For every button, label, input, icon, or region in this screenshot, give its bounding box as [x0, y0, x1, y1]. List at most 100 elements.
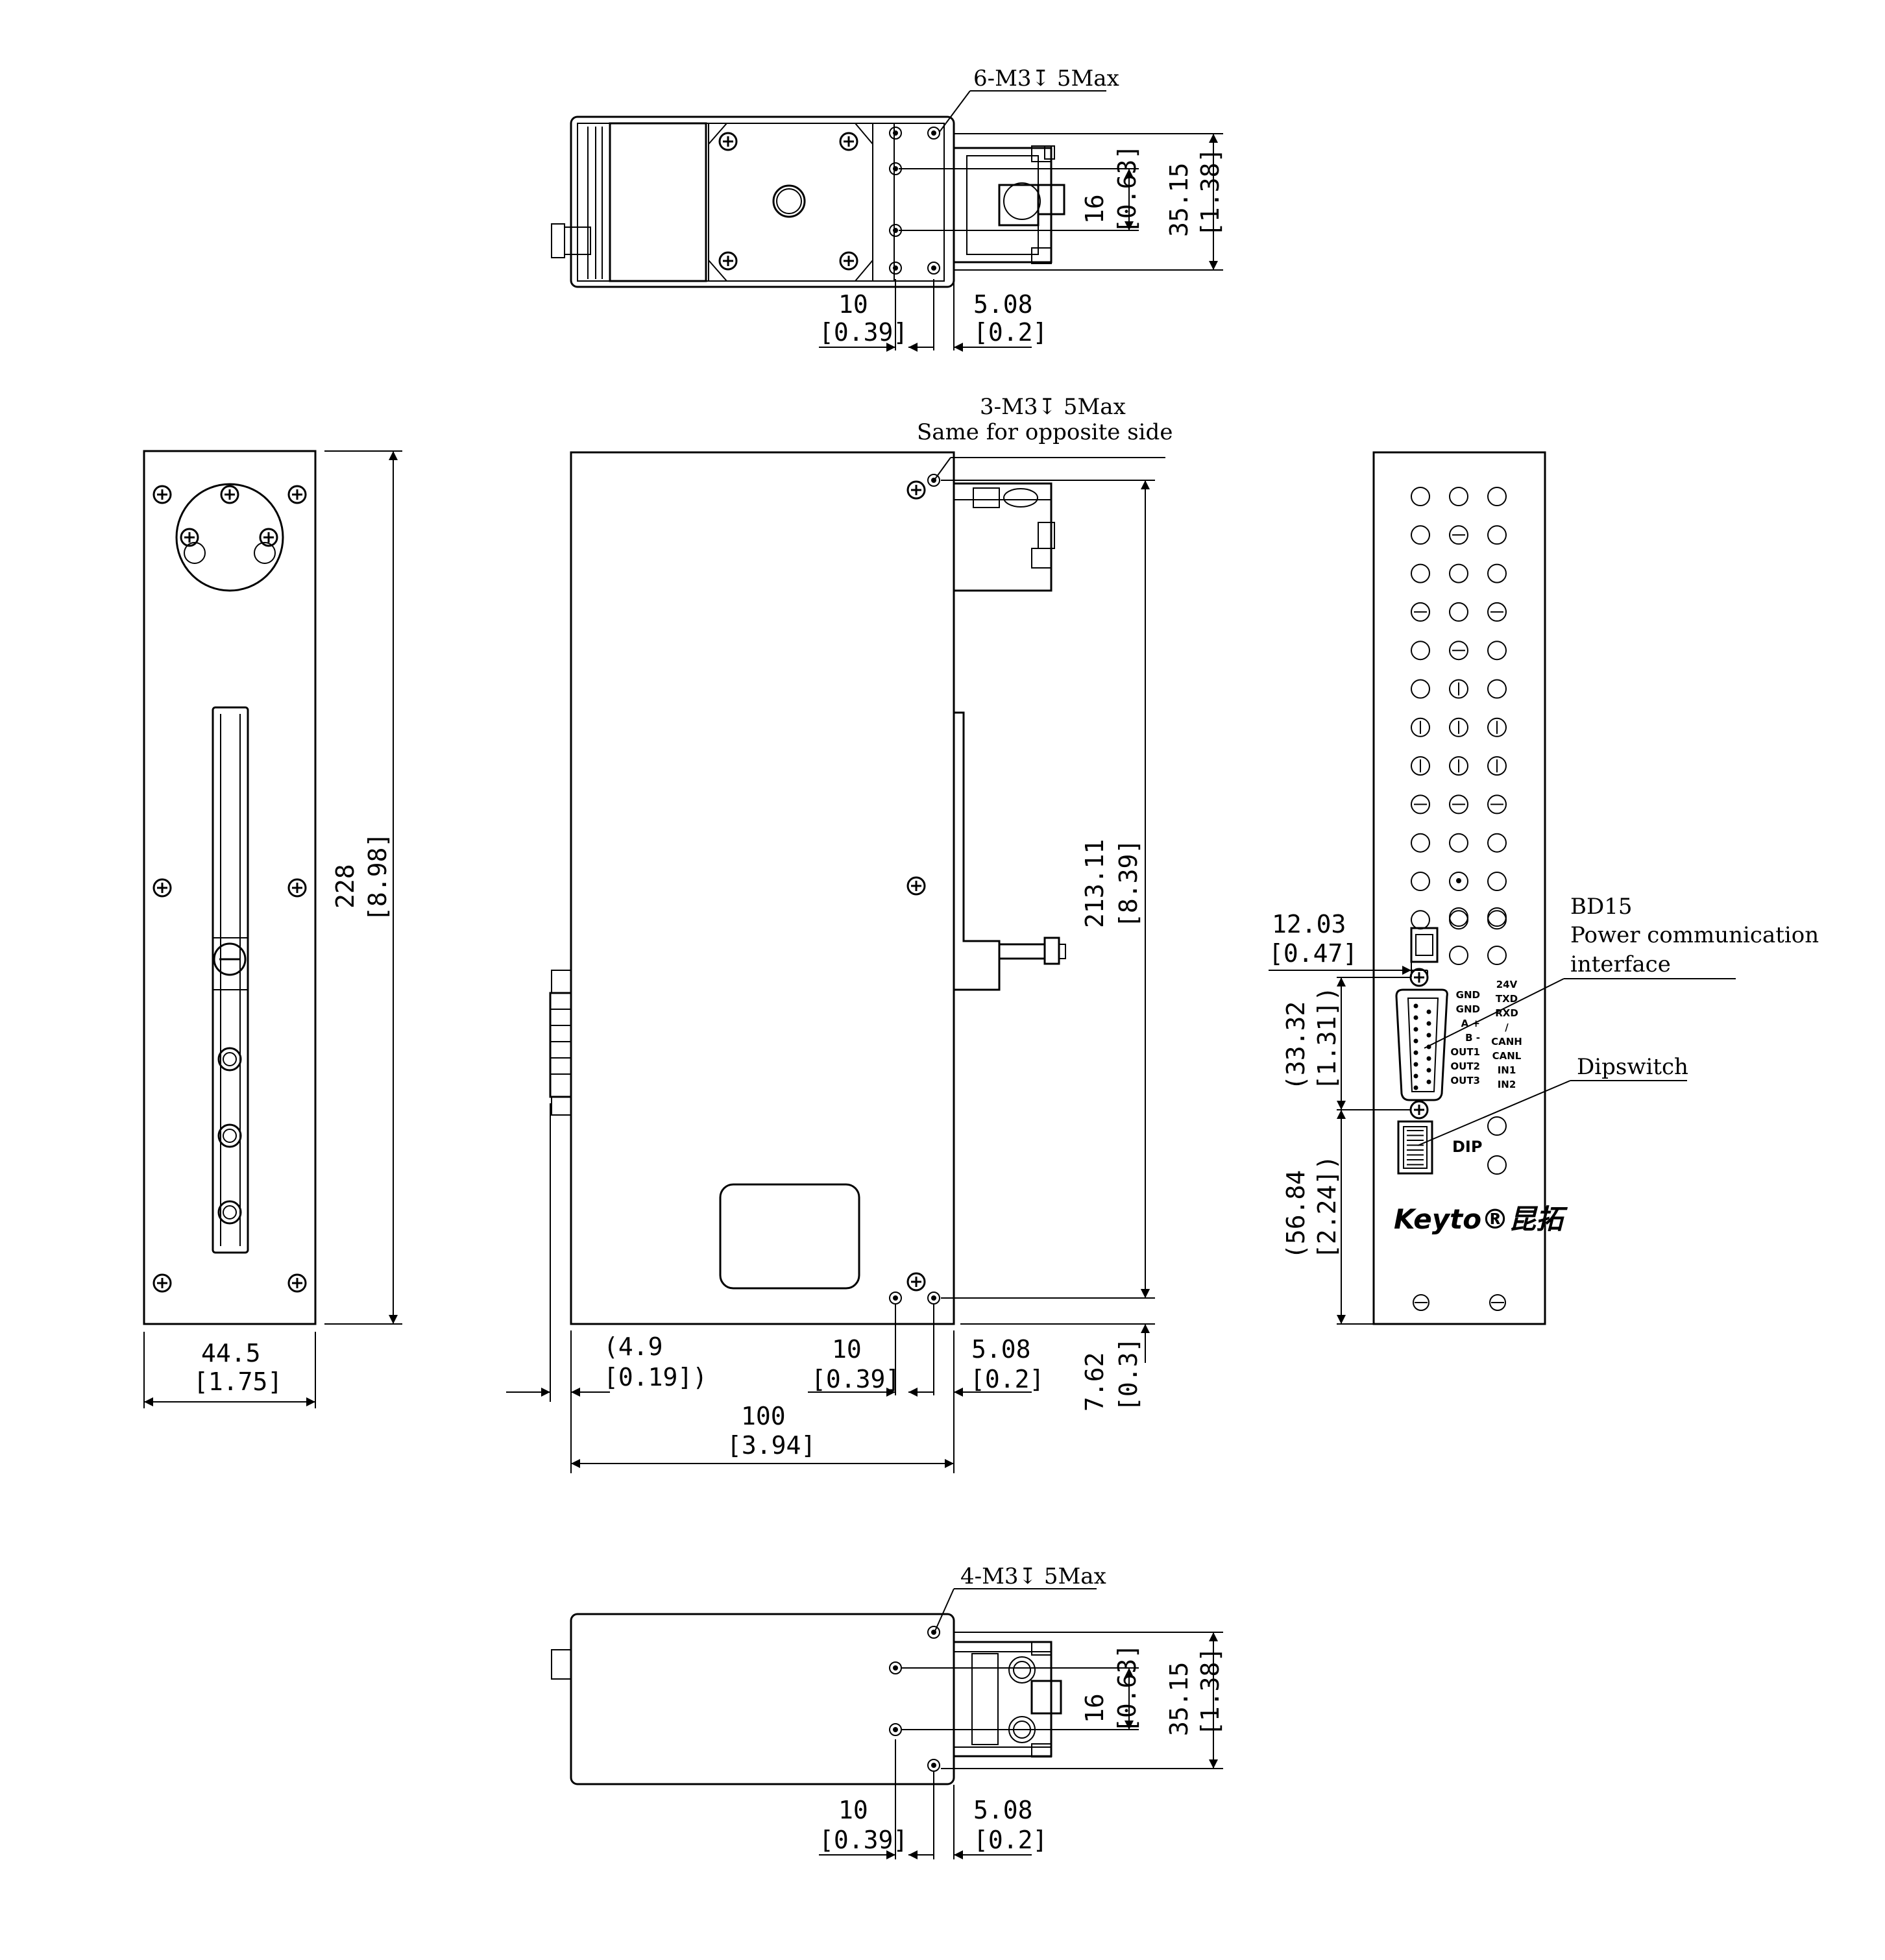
side-holes-callout: 3-M3↧ 5Max [980, 394, 1126, 420]
dip-label: DIP [1452, 1138, 1482, 1156]
pin-label: GND [1456, 989, 1480, 1001]
top-dim-3515: 35.15 [1165, 163, 1193, 237]
top-dim-3515-in: [1.38] [1196, 148, 1224, 237]
db-pin [1426, 1079, 1431, 1084]
vent-circle [1449, 717, 1468, 737]
vent-circle [1487, 833, 1507, 853]
db-pin [1426, 1021, 1431, 1026]
pin-label: / [1505, 1022, 1509, 1033]
right-dim-1203-in: [0.47] [1269, 939, 1357, 968]
bottom-dim-10-in: [0.39] [819, 1826, 908, 1854]
pin-label: CANH [1491, 1036, 1522, 1047]
front-dim-49-in: [0.19]) [603, 1363, 707, 1391]
bd15-description: Power communication [1570, 922, 1819, 948]
vent-circle [1487, 602, 1507, 622]
pin-label: RXD [1495, 1007, 1518, 1019]
top-dim-10: 10 [838, 290, 868, 319]
front-dim-100: 100 [741, 1402, 786, 1430]
db-pin [1426, 1033, 1431, 1038]
right-dim-1203: 12.03 [1272, 910, 1346, 938]
top-view: 6-M3↧ 5Max 16 [0.63] 35.15 [1.38] 10 [0.… [551, 66, 1224, 352]
front-dim-762: 7.62 [1080, 1352, 1109, 1412]
left-dim-228-in: [8.98] [363, 833, 392, 922]
vent-circle [1487, 563, 1507, 583]
dipswitch-label: Dipswitch [1577, 1054, 1688, 1080]
top-dim-16-in: [0.63] [1113, 145, 1141, 234]
front-dim-10: 10 [832, 1335, 862, 1364]
pin-label: IN1 [1498, 1064, 1516, 1076]
brand-logo: Keyto®昆拓 [1394, 1203, 1568, 1235]
bottom-view: 4-M3↧ 5Max 16 [0.63] 35.15 [1.38] 10 [0.… [551, 1563, 1224, 1859]
right-dim-5684-in: [2.24]) [1313, 1155, 1341, 1259]
front-dim-762-in: [0.3] [1114, 1338, 1143, 1412]
bottom-dim-508: 5.08 [973, 1796, 1033, 1824]
vent-circle [1487, 525, 1507, 545]
vent-circle [1487, 794, 1507, 815]
pin-label: TXD [1496, 993, 1518, 1005]
pin-label: OUT3 [1450, 1075, 1480, 1086]
right-dim-3332-in: [1.31]) [1313, 986, 1341, 1090]
front-dim-100-in: [3.94] [727, 1431, 816, 1460]
left-dim-228: 228 [331, 864, 359, 909]
bottom-holes-callout: 4-M3↧ 5Max [960, 1563, 1106, 1589]
pin-label: IN2 [1498, 1079, 1516, 1090]
vent-circle [1449, 525, 1468, 545]
db-pin [1413, 1062, 1418, 1067]
vent-circle [1411, 872, 1430, 891]
left-dim-445: 44.5 [201, 1339, 261, 1367]
right-dim-5684: (56.84 [1282, 1170, 1310, 1259]
bottom-dim-16-in: [0.63] [1113, 1644, 1141, 1733]
db-pin [1426, 1068, 1431, 1073]
vent-circle [1449, 563, 1468, 583]
vent-circle [1449, 756, 1468, 776]
vent-circle [1487, 872, 1507, 891]
front-view: 3-M3↧ 5Max Same for opposite side 213.11… [506, 394, 1173, 1473]
vent-circle [1411, 756, 1430, 776]
vent-circle [1411, 487, 1430, 506]
vent-circle [1449, 833, 1468, 853]
bottom-dim-3515-in: [1.38] [1196, 1647, 1224, 1736]
front-dim-508: 5.08 [971, 1335, 1031, 1364]
left-dim-445-in: [1.75] [193, 1367, 282, 1396]
pin-label: A + [1461, 1018, 1480, 1029]
top-dim-508: 5.08 [973, 290, 1033, 319]
bd15-title: BD15 [1570, 894, 1633, 920]
front-dim-10-in: [0.39] [811, 1365, 900, 1393]
db-pin [1413, 1003, 1418, 1009]
vent-circle [1449, 794, 1468, 815]
pin-label: OUT1 [1450, 1046, 1480, 1058]
vent-circle [1411, 717, 1430, 737]
bottom-dim-10: 10 [838, 1796, 868, 1824]
vent-circle [1449, 641, 1468, 661]
vent-circle [1487, 679, 1507, 699]
vent-circle [1411, 641, 1430, 661]
vent-circle [1411, 602, 1430, 622]
side-holes-note: Same for opposite side [917, 419, 1173, 445]
vent-circle [1411, 525, 1430, 545]
pin-label: GND [1456, 1003, 1480, 1015]
bottom-dim-508-in: [0.2] [973, 1826, 1047, 1854]
vent-circle [1487, 641, 1507, 661]
db-pin [1426, 1056, 1431, 1061]
pin-label: 24V [1496, 979, 1518, 990]
right-dim-3332: (33.32 [1282, 1001, 1310, 1090]
vent-circle [1411, 794, 1430, 815]
vent-circle [1411, 910, 1430, 930]
db-pin [1413, 1085, 1418, 1090]
front-dim-21311: 213.11 [1080, 839, 1109, 928]
db-pin [1426, 1009, 1431, 1014]
top-dim-508-in: [0.2] [973, 318, 1047, 347]
db-pin [1413, 1073, 1418, 1079]
front-dim-21311-in: [8.39] [1114, 839, 1143, 928]
vent-circle [1449, 872, 1468, 891]
top-holes-callout: 6-M3↧ 5Max [973, 66, 1119, 92]
db-pin [1413, 1050, 1418, 1055]
left-view: 44.5 [1.75] 228 [8.98] [143, 450, 402, 1408]
vent-circle [1411, 833, 1430, 853]
top-dim-10-in: [0.39] [819, 318, 908, 347]
vent-circle-grid [1411, 487, 1507, 930]
front-dim-508-in: [0.2] [970, 1365, 1044, 1393]
